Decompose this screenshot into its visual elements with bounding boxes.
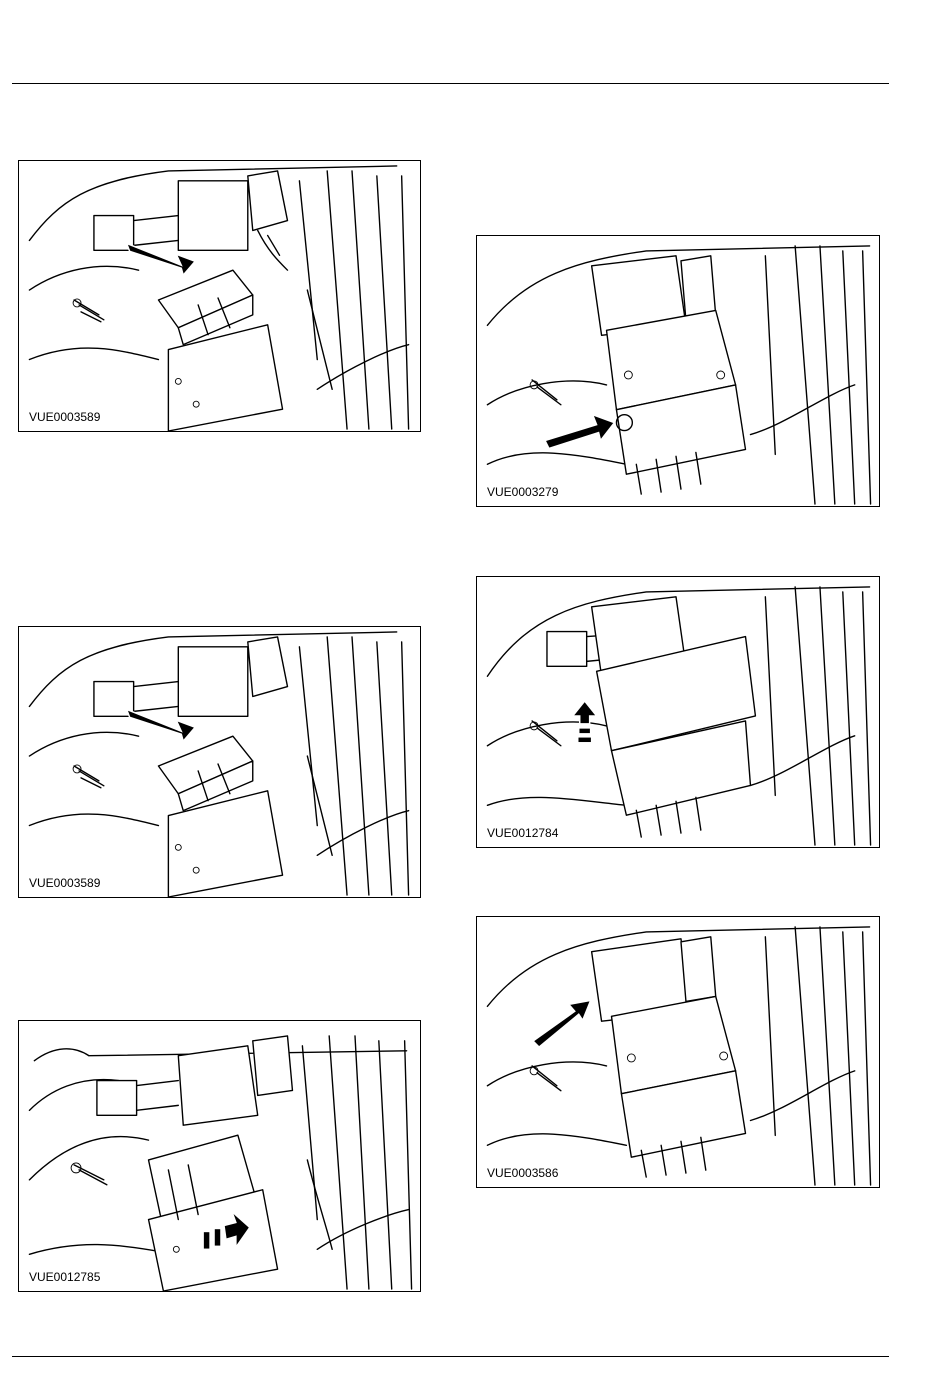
callout-arrow-icon: [545, 415, 614, 449]
figure-label: VUE0003279: [486, 485, 559, 499]
figure-label: VUE0012784: [486, 826, 559, 840]
motion-dash-icon: [214, 1228, 221, 1246]
figure-label: VUE0003586: [486, 1166, 559, 1180]
figure-vue0012784: VUE0012784: [476, 576, 880, 848]
ecu-connector-illustration: [19, 627, 420, 897]
motion-arrow-icon: [573, 701, 597, 724]
figure-vue0003589-b: VUE0003589: [18, 626, 421, 898]
callout-arrow-icon: [533, 1000, 591, 1047]
figure-label: VUE0003589: [28, 876, 101, 890]
figure-vue0003279: VUE0003279: [476, 235, 880, 507]
ecu-connector-illustration: [19, 161, 420, 431]
figure-vue0012785: VUE0012785: [18, 1020, 421, 1292]
motion-dash-icon: [579, 728, 591, 734]
ecu-removal-illustration: [477, 577, 879, 847]
figure-vue0003589-a: VUE0003589: [18, 160, 421, 432]
ecu-mounting-illustration: [477, 236, 879, 506]
ecu-fixing-illustration: [477, 917, 879, 1187]
ecu-release-illustration: [19, 1021, 420, 1291]
figure-label: VUE0003589: [28, 410, 101, 424]
motion-dash-icon: [578, 737, 592, 743]
footer-rule: [12, 1356, 889, 1357]
figure-vue0003586: VUE0003586: [476, 916, 880, 1188]
figure-label: VUE0012785: [28, 1270, 101, 1284]
header-rule: [12, 83, 889, 84]
motion-dash-icon: [203, 1231, 210, 1249]
